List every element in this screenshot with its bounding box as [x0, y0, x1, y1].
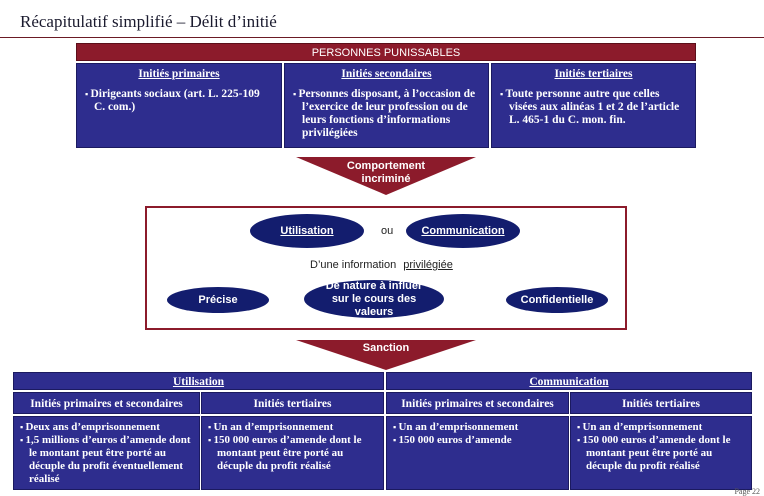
list-item: Dirigeants sociaux (art. L. 225-109 C. c… [85, 88, 273, 114]
utilisation-ellipse: Utilisation [250, 214, 364, 248]
behavior-arrow-label: Comportement incriminé [346, 160, 426, 185]
sanction-utilisation-primary-cell: Deux ans d’emprisonnement 1,5 millions d… [13, 416, 200, 490]
list-item: Un an d’emprisonnement [577, 421, 745, 434]
influence-ellipse: De nature à influer sur le cours des val… [304, 280, 444, 318]
list-item: Toute personne autre que celles visées a… [500, 88, 687, 127]
list-item: Deux ans d’emprisonnement [20, 421, 193, 434]
secondary-insiders-box: Initiés secondaires Personnes disposant,… [284, 63, 489, 148]
ou-label: ou [381, 225, 394, 237]
primary-insiders-box: Initiés primaires Dirigeants sociaux (ar… [76, 63, 282, 148]
sanction-communication-primary-cell: Un an d’emprisonnement 150 000 euros d’a… [386, 416, 569, 490]
persons-banner: PERSONNES PUNISSABLES [76, 43, 696, 61]
primary-insiders-list: Dirigeants sociaux (art. L. 225-109 C. c… [85, 88, 273, 114]
list-item: 150 000 euros d’amende dont le montant p… [577, 434, 745, 473]
sanction-communication-tertiary-cell: Un an d’emprisonnement 150 000 euros d’a… [570, 416, 752, 490]
communication-ellipse: Communication [406, 214, 520, 248]
list-item: Un an d’emprisonnement [208, 421, 377, 434]
information-line: D’une information privilégiée [310, 259, 453, 271]
sanction-utilisation-tertiary-cell: Un an d’emprisonnement 150 000 euros d’a… [201, 416, 384, 490]
list-item: Un an d’emprisonnement [393, 421, 562, 434]
page-number: Page 22 [734, 487, 760, 496]
sanction-utilisation-header: Utilisation [13, 372, 384, 390]
secondary-insiders-list: Personnes disposant, à l’occasion de l’e… [293, 88, 480, 140]
sanction-utilisation-tertiary-header: Initiés tertiaires [201, 392, 384, 414]
information-prefix: D’une information [310, 259, 397, 271]
confidentielle-ellipse: Confidentielle [506, 287, 608, 313]
list-item: 1,5 millions d’euros d’amende dont le mo… [20, 434, 193, 486]
primary-insiders-header: Initiés primaires [138, 68, 220, 80]
page-title: Récapitulatif simplifié – Délit d’initié [20, 12, 277, 31]
sanction-utilisation-primary-header: Initiés primaires et secondaires [13, 392, 200, 414]
information-privileged: privilégiée [403, 259, 453, 271]
title-divider [0, 37, 764, 38]
sanction-communication-primary-header: Initiés primaires et secondaires [386, 392, 569, 414]
list-item: Personnes disposant, à l’occasion de l’e… [293, 88, 480, 140]
list-item: 150 000 euros d’amende [393, 434, 562, 447]
precise-ellipse: Précise [167, 287, 269, 313]
behavior-arrow [296, 157, 476, 195]
sanction-communication-header: Communication [386, 372, 752, 390]
sanction-arrow [296, 340, 476, 370]
tertiary-insiders-list: Toute personne autre que celles visées a… [500, 88, 687, 127]
secondary-insiders-header: Initiés secondaires [341, 68, 432, 80]
list-item: 150 000 euros d’amende dont le montant p… [208, 434, 377, 473]
sanction-communication-tertiary-header: Initiés tertiaires [570, 392, 752, 414]
tertiary-insiders-box: Initiés tertiaires Toute personne autre … [491, 63, 696, 148]
sanction-arrow-label: Sanction [362, 342, 410, 354]
tertiary-insiders-header: Initiés tertiaires [554, 68, 633, 80]
